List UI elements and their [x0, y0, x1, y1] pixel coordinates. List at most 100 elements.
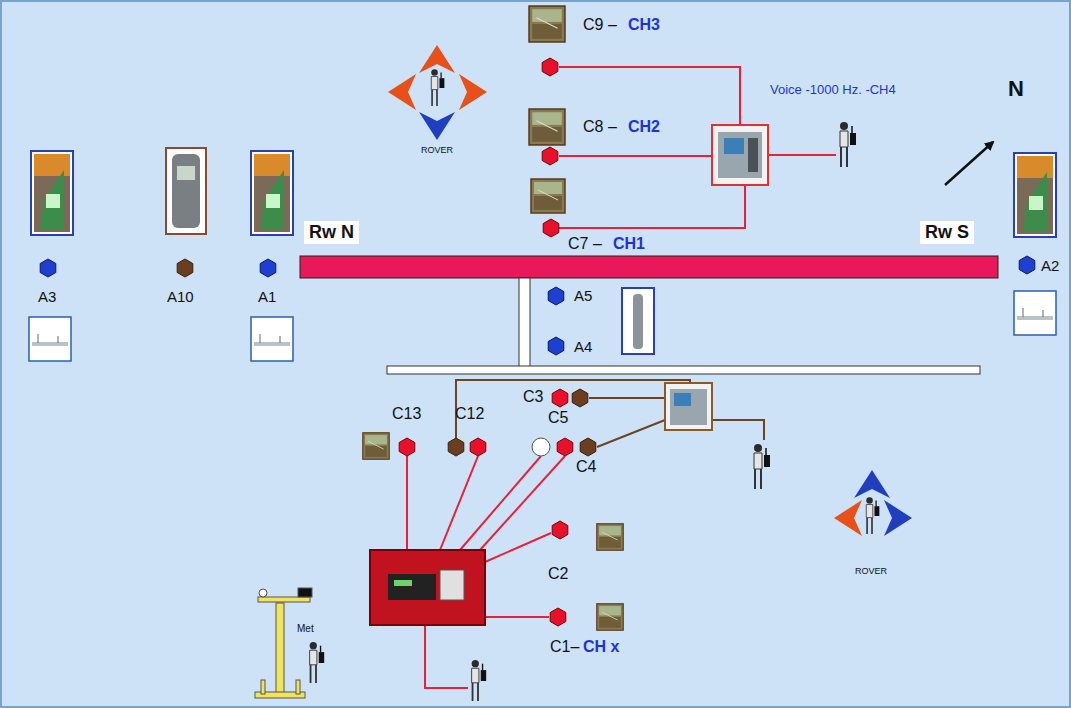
runway — [519, 278, 530, 368]
sound-meter — [31, 151, 73, 235]
microphone-marker — [542, 147, 558, 165]
sound-meter — [177, 166, 195, 180]
red-cable — [480, 456, 565, 550]
point-label: A10 — [167, 288, 194, 305]
rover-arrows — [388, 74, 416, 110]
microphone-marker — [177, 259, 193, 277]
person — [840, 122, 856, 167]
met-tower — [258, 597, 310, 602]
channel-name: CH2 — [628, 118, 660, 136]
met-tower — [261, 680, 265, 694]
rover-arrows — [419, 112, 455, 140]
microphone-marker — [572, 389, 588, 407]
microphone-marker — [548, 287, 564, 305]
callout-number: C3 — [523, 388, 543, 406]
point-label: A1 — [258, 288, 276, 305]
recorder — [724, 138, 744, 154]
callout-number: C12 — [455, 405, 484, 423]
sound-meter — [31, 148, 1056, 354]
microphone-marker — [448, 438, 464, 456]
point-label: A3 — [38, 288, 56, 305]
red-cable — [559, 155, 712, 157]
red-cable — [460, 456, 541, 550]
met-tower — [298, 588, 312, 597]
microphone-marker — [557, 438, 573, 456]
channel-label: C1– — [550, 638, 579, 656]
rover-label: ROVER — [855, 566, 887, 576]
channel-name: CH3 — [628, 16, 660, 34]
channel-label: C8 – — [583, 118, 617, 136]
red-cable — [485, 533, 551, 562]
sound-meter — [622, 288, 654, 354]
channel-label: C9 – — [583, 16, 617, 34]
photo — [529, 6, 565, 42]
sound-meter — [172, 154, 200, 228]
callout-number: C4 — [576, 458, 596, 476]
callout-number: C2 — [548, 565, 568, 583]
channel-name: CH1 — [613, 235, 645, 253]
channel-label: C7 – — [568, 235, 602, 253]
photo — [597, 524, 623, 550]
recorder — [712, 125, 768, 185]
person — [310, 69, 880, 701]
callout-number: C5 — [548, 409, 568, 427]
photo — [529, 109, 565, 145]
person — [310, 642, 325, 683]
red-cable — [485, 616, 549, 618]
point-label: A5 — [574, 287, 592, 304]
sound-meter — [251, 151, 293, 235]
microphone-marker — [548, 337, 564, 355]
rover-arrows — [884, 500, 912, 536]
runway — [300, 256, 998, 374]
recorder — [665, 383, 712, 430]
photo — [29, 317, 71, 361]
recorder — [674, 393, 691, 406]
rover-arrows — [834, 500, 862, 536]
person — [866, 497, 879, 534]
note-label: Voice -1000 Hz. -CH4 — [770, 83, 896, 98]
runway-label: Rw N — [304, 221, 359, 244]
microphone-marker — [543, 219, 559, 237]
north-arrow — [945, 142, 993, 185]
brown-cable — [712, 420, 764, 440]
brown-cable — [589, 397, 665, 399]
sound-meter — [1014, 153, 1056, 237]
met-tower — [276, 603, 284, 693]
recorder — [718, 132, 762, 178]
photo — [29, 6, 1056, 630]
met-tower — [259, 589, 267, 597]
microphone-marker — [470, 438, 486, 456]
point-label: A4 — [574, 338, 592, 355]
microphone-marker — [580, 438, 596, 456]
met-tower — [255, 588, 312, 698]
photo — [597, 604, 623, 630]
microphone-marker — [399, 438, 415, 456]
recorder — [394, 580, 412, 586]
brown-cable — [597, 420, 665, 447]
brown-cable — [456, 380, 764, 447]
north-label: N — [1008, 76, 1024, 101]
recorder — [370, 125, 768, 625]
red-cable — [559, 67, 740, 125]
recorder — [748, 138, 758, 172]
red-cable — [425, 625, 468, 688]
brown-cable — [456, 380, 690, 438]
rover-label: ROVER — [421, 145, 453, 155]
recorder — [388, 574, 436, 600]
rover-arrows — [419, 45, 455, 73]
red-cable — [406, 456, 408, 550]
photo — [531, 179, 565, 213]
met-tower — [296, 680, 300, 694]
microphone-marker — [40, 259, 56, 277]
point-label: A2 — [1041, 257, 1059, 274]
channel-name: CH x — [583, 638, 619, 656]
microphone-marker — [552, 521, 568, 539]
rover-arrows — [459, 74, 487, 110]
microphone-marker — [532, 438, 550, 456]
met-label: Met — [297, 623, 314, 635]
rover-arrows — [854, 470, 890, 498]
sound-meter — [166, 148, 206, 234]
callout-number: C13 — [392, 405, 421, 423]
